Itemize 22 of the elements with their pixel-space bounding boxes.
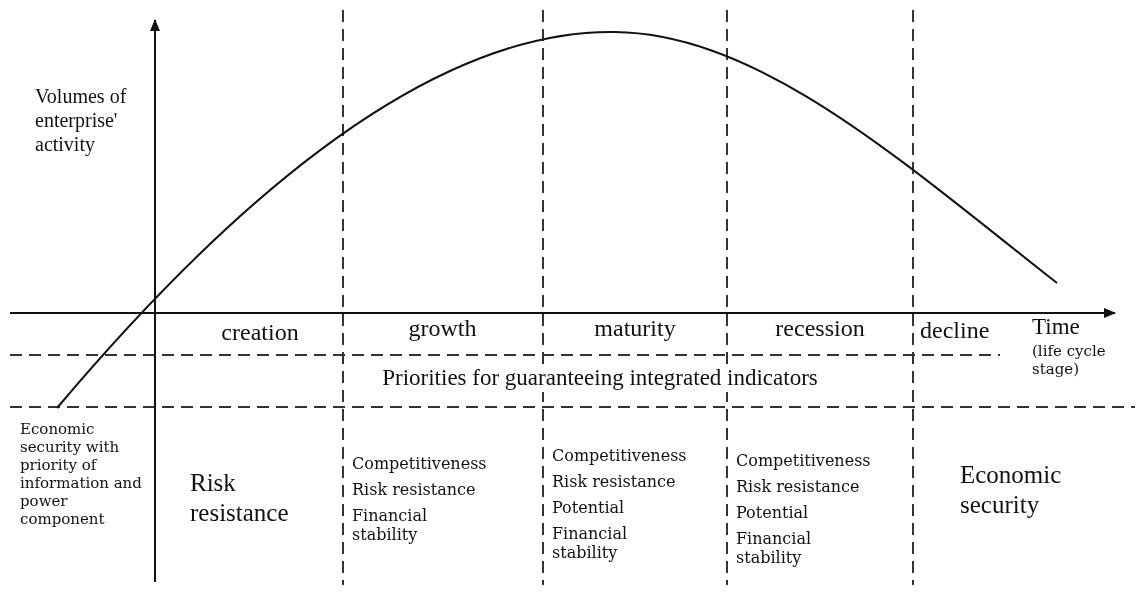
priority-text: Risk resistance [352, 480, 476, 500]
axis-label: Time [1032, 313, 1080, 341]
priority-text: Potential [552, 498, 625, 518]
priority-text: Financial stability [552, 524, 629, 563]
priority-text: Financial stability [736, 529, 813, 568]
priority-text: Risk resistance [552, 472, 676, 492]
priority-text: Competitiveness [352, 454, 487, 474]
priority-text: Economic security [960, 460, 1063, 520]
priority-text: Competitiveness [736, 451, 871, 471]
axis-label: Volumes of enterprise' activity [35, 84, 128, 156]
stage-label: maturity [593, 314, 677, 343]
priority-text: Competitiveness [552, 446, 687, 466]
priority-text: Financial stability [352, 506, 429, 545]
stage-label: creation [220, 318, 300, 347]
stage-label: growth [407, 314, 478, 343]
priority-text: Risk resistance [190, 468, 290, 528]
priority-text: Economic security with priority of information and power component [20, 420, 143, 528]
priority-text: Potential [736, 503, 809, 523]
stage-label: recession [774, 314, 866, 343]
stage-label: decline [920, 316, 990, 345]
priority-text: Risk resistance [736, 477, 860, 497]
axis-label: (life cycle stage) [1032, 342, 1107, 378]
